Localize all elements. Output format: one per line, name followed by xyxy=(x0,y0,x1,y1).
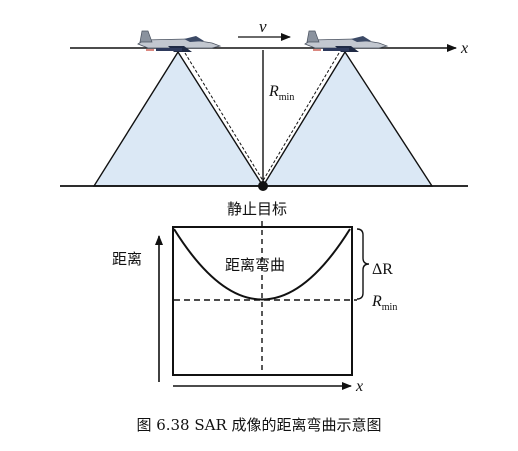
left-beam xyxy=(92,50,265,187)
right-beam xyxy=(261,50,434,187)
left-aircraft-icon xyxy=(137,30,222,52)
target-label: 静止目标 xyxy=(227,200,287,218)
stationary-target-dot xyxy=(258,181,268,191)
range-axis-label: 距离 xyxy=(112,250,142,268)
range-curvature-curve xyxy=(173,228,351,301)
bottom-x-label: x xyxy=(355,378,363,395)
velocity-label: v xyxy=(259,17,267,36)
right-aircraft-icon xyxy=(304,30,389,52)
curvature-label: 距离弯曲 xyxy=(225,256,285,274)
left-los-dashed xyxy=(184,52,266,185)
delta-r-label: ΔR xyxy=(372,261,393,278)
top-rmin-label: Rmin xyxy=(268,83,294,103)
flight-x-label: x xyxy=(460,40,468,57)
figure-caption: 图 6.38 SAR 成像的距离弯曲示意图 xyxy=(136,416,382,434)
right-los-dashed xyxy=(260,52,340,185)
bottom-rmin-label: Rmin xyxy=(371,293,397,313)
delta-r-brace xyxy=(356,228,370,300)
